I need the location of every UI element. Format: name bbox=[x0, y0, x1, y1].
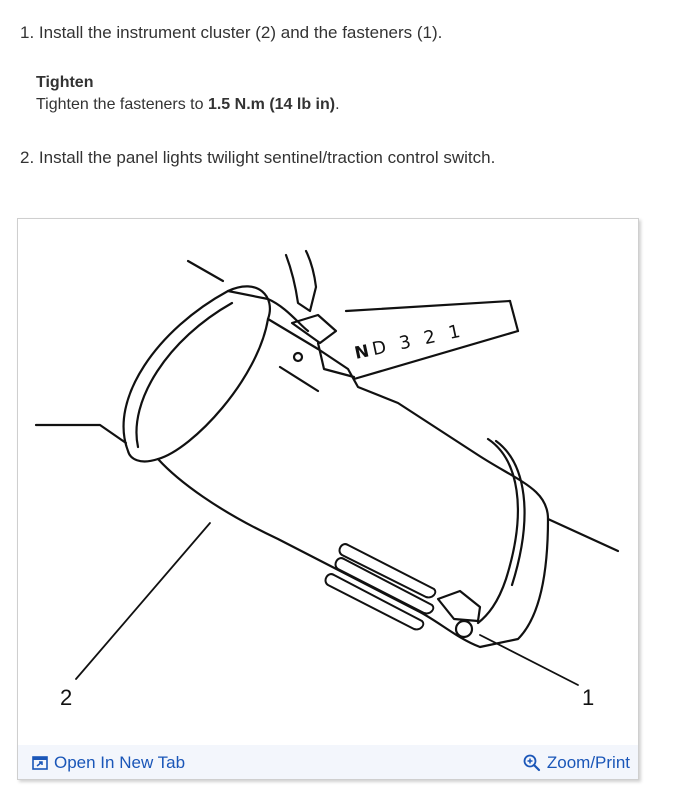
figure-toolbar: Open In New Tab Zoom/Print bbox=[18, 745, 638, 779]
tighten-title: Tighten bbox=[36, 74, 94, 91]
right-band-outer bbox=[494, 439, 526, 587]
bottom-fastener bbox=[454, 619, 474, 639]
leader-line-2 bbox=[75, 522, 211, 680]
top-clip-inner bbox=[290, 313, 338, 345]
tighten-instruction: Tighten the fasteners to 1.5 N.m (14 lb … bbox=[36, 96, 340, 113]
mount-hole bbox=[292, 351, 304, 363]
left-tab bbox=[278, 365, 320, 393]
tighten-prefix: Tighten the fasteners to bbox=[36, 96, 208, 113]
step-2: 2. Install the panel lights twilight sen… bbox=[20, 148, 496, 167]
top-clip-arm bbox=[316, 341, 356, 379]
instrument-cluster-illustration: N D 3 2 1 2 1 bbox=[34, 249, 620, 710]
vent-slots bbox=[324, 543, 437, 631]
open-new-tab-link[interactable]: Open In New Tab bbox=[32, 753, 185, 773]
step-1: 1. Install the instrument cluster (2) an… bbox=[20, 23, 443, 42]
shift-bar-top bbox=[344, 299, 512, 313]
top-clip bbox=[284, 249, 318, 313]
cluster-left-ring bbox=[122, 285, 271, 463]
leader-line-1 bbox=[479, 634, 579, 686]
callout-2: 2 bbox=[60, 685, 72, 710]
zoom-print-label: Zoom/Print bbox=[546, 753, 630, 772]
shift-bar-bottom bbox=[352, 329, 520, 381]
figure-container: N D 3 2 1 2 1 Open In New Tab Zoom/Print bbox=[17, 218, 639, 780]
panel-line-top bbox=[186, 259, 225, 283]
cluster-lower-body bbox=[156, 457, 550, 649]
cluster-top-edge bbox=[226, 289, 310, 333]
shift-indicator: N D 3 2 1 bbox=[353, 320, 466, 364]
open-new-tab-icon bbox=[32, 756, 48, 770]
tighten-note: Tighten Tighten the fasteners to 1.5 N.m… bbox=[36, 72, 340, 116]
callout-1: 1 bbox=[582, 685, 594, 710]
panel-line-left bbox=[34, 423, 128, 445]
cluster-inner-ring bbox=[135, 301, 234, 449]
torque-value: 1.5 N.m (14 lb in) bbox=[207, 96, 336, 113]
shift-n-label: N bbox=[353, 341, 371, 364]
bottom-fastener-bracket bbox=[436, 589, 482, 623]
zoom-in-icon bbox=[523, 754, 540, 772]
shift-labels: D 3 2 1 bbox=[370, 320, 466, 360]
cluster-upper-body bbox=[266, 317, 550, 521]
shift-bar-right bbox=[508, 299, 520, 333]
open-new-tab-label: Open In New Tab bbox=[54, 753, 186, 772]
panel-line-right bbox=[546, 517, 620, 553]
zoom-print-link[interactable]: Zoom/Print bbox=[523, 753, 630, 773]
tighten-suffix: . bbox=[335, 96, 340, 113]
right-band bbox=[476, 437, 519, 625]
